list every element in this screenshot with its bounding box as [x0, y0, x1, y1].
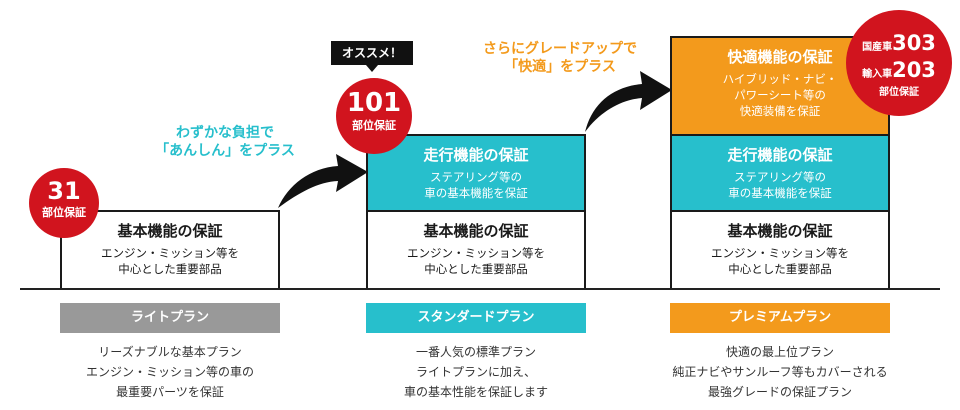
- plan-desc-standard: 一番人気の標準プラン ライトプランに加え、 車の基本性能を保証します: [403, 345, 548, 399]
- premium-running-box: 走行機能の保証 ステアリング等の 車の基本機能を保証: [670, 134, 890, 212]
- badge-import-label: 輸入車: [862, 69, 893, 80]
- recommend-label: オススメ！: [341, 46, 402, 60]
- light-parts-badge: 31 部位保証: [29, 168, 99, 238]
- box-title: 基本機能の保証: [423, 222, 529, 240]
- recommend-tag-pointer: [366, 65, 378, 72]
- badge-label: 部位保証: [879, 87, 919, 98]
- box-desc: ステアリング等の 車の基本機能を保証: [424, 170, 528, 200]
- badge-domestic-count: 303: [892, 31, 936, 55]
- box-title: 走行機能の保証: [423, 146, 529, 164]
- plan-label-standard: スタンダードプラン: [366, 303, 586, 333]
- box-title: 基本機能の保証: [117, 222, 223, 240]
- plan-desc-premium: 快適の最上位プラン 純正ナビやサンルーフ等もカバーされる 最強グレードの保証プラ…: [672, 345, 888, 399]
- standard-running-box: 走行機能の保証 ステアリング等の 車の基本機能を保証: [366, 134, 586, 212]
- badge-import-count: 203: [892, 58, 936, 82]
- standard-basic-box: 基本機能の保証 エンジン・ミッション等を 中心とした重要部品: [366, 210, 586, 290]
- plan-desc-light: リーズナブルな基本プラン エンジン・ミッション等の車の 最重要パーツを保証: [85, 345, 254, 399]
- box-desc: エンジン・ミッション等を 中心とした重要部品: [711, 246, 849, 276]
- badge-domestic-label: 国産車: [862, 42, 893, 53]
- box-desc: ステアリング等の 車の基本機能を保証: [728, 170, 832, 200]
- badge-label: 部位保証: [42, 206, 86, 219]
- plan-label-light: ライトプラン: [60, 303, 280, 333]
- baseline-divider: [20, 288, 940, 290]
- recommend-tag: オススメ！: [331, 41, 413, 65]
- standard-parts-badge: 101 部位保証: [336, 78, 412, 154]
- premium-basic-box: 基本機能の保証 エンジン・ミッション等を 中心とした重要部品: [670, 210, 890, 290]
- box-desc: エンジン・ミッション等を 中心とした重要部品: [101, 246, 239, 276]
- box-desc: ハイブリッド・ナビ・ パワーシート等の 快適装備を保証: [722, 72, 838, 118]
- box-title: 走行機能の保証: [727, 146, 833, 164]
- box-desc: エンジン・ミッション等を 中心とした重要部品: [407, 246, 545, 276]
- caption-standard-to-premium: さらにグレードアップで 「快適」をプラス: [483, 41, 637, 75]
- badge-count: 101: [346, 88, 402, 118]
- caption-light-to-standard: わずかな負担で 「あんしん」をプラス: [155, 125, 295, 159]
- premium-parts-badge: 国産車303 輸入車203 部位保証: [846, 10, 952, 116]
- badge-label: 部位保証: [352, 119, 396, 132]
- box-title: 快適機能の保証: [727, 48, 833, 66]
- plan-label-premium: プレミアムプラン: [670, 303, 890, 333]
- box-title: 基本機能の保証: [727, 222, 833, 240]
- badge-count: 31: [47, 177, 81, 205]
